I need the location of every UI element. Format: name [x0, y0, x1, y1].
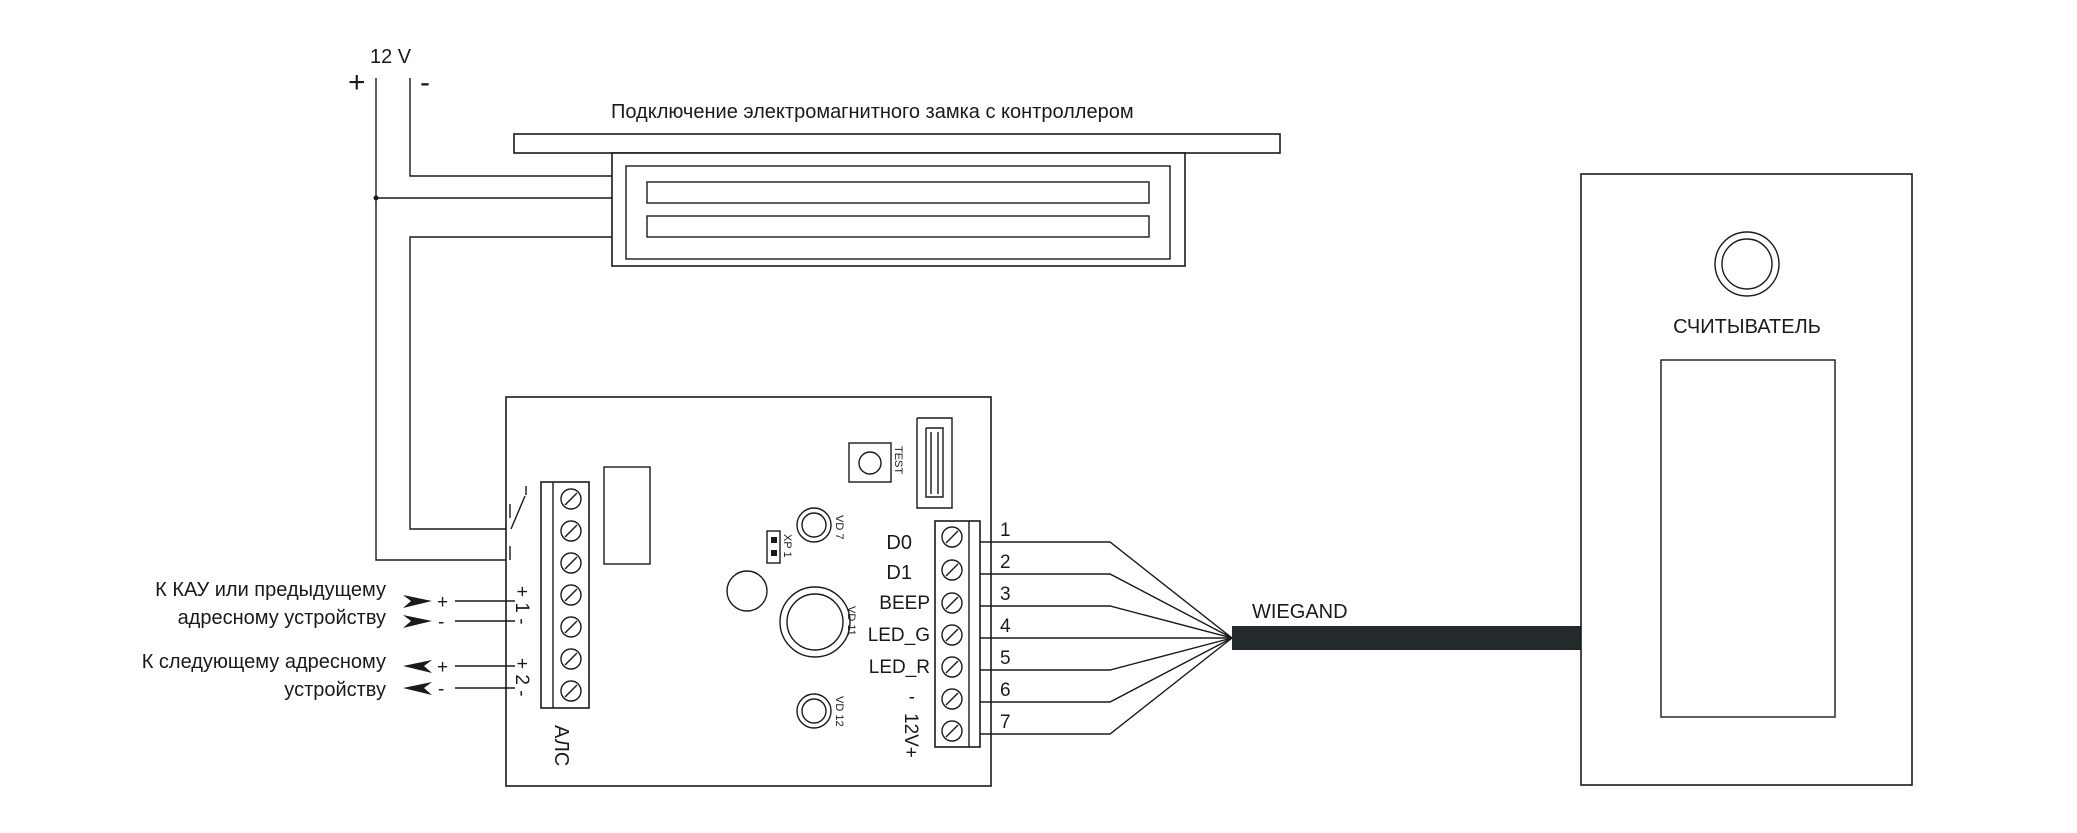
led-vd11: [779, 586, 851, 658]
arrow-in-plus-icon: [403, 595, 432, 608]
als-screw-1: [560, 488, 582, 510]
led-vd7-label: VD 7: [833, 515, 845, 539]
service-connector: [916, 417, 953, 509]
led-vd12-label: VD 12: [833, 696, 845, 727]
wiegand-wire-3: [980, 605, 1233, 639]
wiegand-screw-3: [941, 592, 963, 614]
als-terminal-block: [540, 481, 590, 709]
als-screw-3: [560, 552, 582, 574]
led-vd7: [796, 507, 832, 543]
power-voltage-label: 12 V: [370, 46, 412, 68]
wiegand-screw-1: [941, 526, 963, 548]
als-screw-2: [560, 520, 582, 542]
wiegand-signal-label-4: LED_G: [868, 625, 930, 646]
reader-label: СЧИТЫВАТЕЛЬ: [1673, 316, 1821, 338]
prev-device-label-line2: адресному устройству: [178, 607, 386, 629]
wiegand-terminal-block: [934, 520, 981, 748]
led-vd12: [796, 693, 832, 729]
wiegand-screw-4: [941, 624, 963, 646]
als-label: АЛС: [550, 725, 572, 766]
wiegand-screws: [941, 526, 963, 742]
arrow-in-minus-icon: [403, 615, 432, 628]
bus-in-minus-sign: -: [438, 612, 444, 633]
als-screw-6: [560, 648, 582, 670]
wiegand-wire-number-7: 7: [1000, 712, 1011, 733]
electromagnetic-lock: [513, 133, 1281, 267]
relay-contacts: [509, 486, 527, 560]
jumper-xp1-label: XP 1: [781, 534, 793, 558]
als-bus-wires: [455, 600, 515, 689]
wiegand-signal-label-3: BEEP: [879, 593, 930, 614]
jumper-xp1: [766, 530, 781, 564]
lock-title: Подключение электромагнитного замка с ко…: [611, 101, 1134, 123]
als-terminal-1-label: + 1 -: [511, 586, 532, 625]
als-screws: [560, 488, 582, 702]
wiegand-wire-1: [980, 541, 1233, 639]
arrow-out-minus-icon: [403, 682, 432, 695]
wiegand-wire-number-2: 2: [1000, 552, 1011, 573]
als-screw-4: [560, 584, 582, 606]
wiegand-signal-label-2: D1: [886, 562, 912, 584]
controller-board: АЛС + 1 - + 2 - TEST VD 7 VD 11: [505, 396, 992, 787]
wiegand-wire-6: [980, 637, 1233, 703]
test-label: TEST: [892, 446, 904, 474]
next-device-label-line2: устройству: [284, 679, 386, 701]
wiegand-wire-5: [980, 637, 1233, 671]
als-screw-7: [560, 680, 582, 702]
wiegand-signal-label-1: D0: [886, 532, 912, 554]
power-wires: [373, 78, 612, 561]
wiegand-screw-5: [941, 656, 963, 678]
wiegand-wire-number-3: 3: [1000, 584, 1011, 605]
wiegand-label: WIEGAND: [1252, 601, 1348, 623]
bus-out-plus-sign: +: [437, 657, 448, 678]
wiegand-signal-label-6: -: [909, 687, 915, 708]
wiegand-wire-number-4: 4: [1000, 616, 1011, 637]
test-button: [848, 442, 892, 483]
reader: [1580, 173, 1913, 786]
prev-device-label-line1: К КАУ или предыдущему: [155, 579, 386, 601]
wiegand-wire-number-6: 6: [1000, 680, 1011, 701]
wiegand-wire-2: [980, 573, 1233, 639]
bus-in-plus-sign: +: [437, 592, 448, 613]
next-device-label-line1: К следующему адресному: [142, 651, 386, 673]
bus-out-minus-sign: -: [438, 679, 444, 700]
wiegand-wire-numbers: 1 2 3 4 5 6 7: [1000, 520, 1011, 733]
power-minus-sign: -: [420, 66, 430, 99]
wiegand-screw-2: [941, 559, 963, 581]
wiegand-wire-7: [980, 637, 1233, 735]
buzzer: [726, 570, 768, 612]
led-vd11-label: VD 11: [845, 606, 857, 636]
wiegand-fan-wires: [980, 541, 1233, 735]
wiegand-wire-number-5: 5: [1000, 648, 1011, 669]
wiegand-signal-label-7: 12V+: [900, 713, 921, 758]
als-screw-5: [560, 616, 582, 638]
wiegand-screw-7: [941, 720, 963, 742]
wiegand-screw-6: [941, 688, 963, 710]
als-terminal-2-label: + 2 -: [511, 658, 532, 697]
relay-component: [603, 466, 651, 565]
wiegand-signal-label-5: LED_R: [869, 657, 930, 678]
wiegand-wire-number-1: 1: [1000, 520, 1011, 541]
arrow-out-plus-icon: [403, 660, 432, 673]
power-plus-sign: +: [348, 66, 366, 99]
wiegand-cable: [1232, 626, 1581, 650]
